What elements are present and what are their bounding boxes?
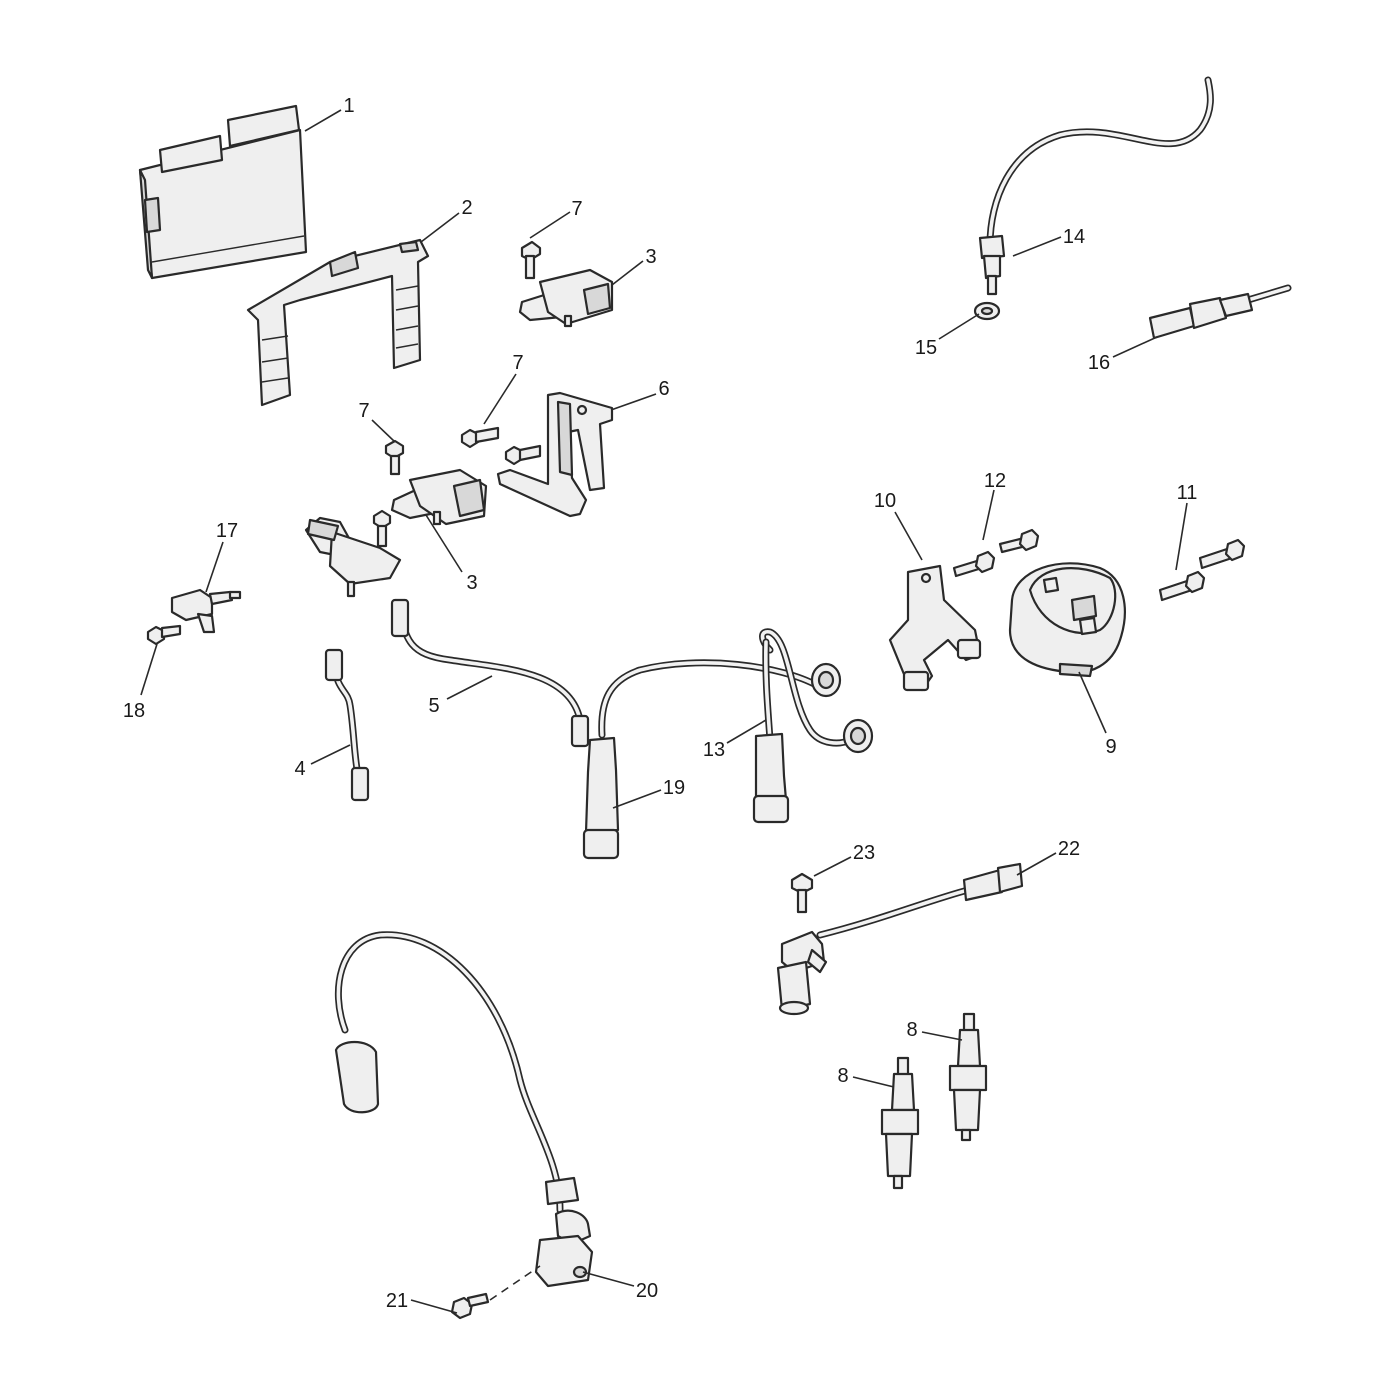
- callout-number-c8b: 8: [837, 1065, 848, 1087]
- bolt-7-upper: [520, 240, 542, 280]
- spark-plug-8-b: [880, 1056, 920, 1190]
- leader-line-c22: [1016, 852, 1057, 876]
- callout-number-c10: 10: [874, 490, 896, 512]
- leader-line-c23: [813, 856, 852, 877]
- leader-line-c7c: [371, 419, 396, 443]
- callout-number-c1: 1: [343, 95, 354, 117]
- callout-number-c7b: 7: [512, 352, 523, 374]
- callout-number-c6: 6: [658, 378, 669, 400]
- leader-line-c14: [1012, 236, 1062, 257]
- callout-number-c17: 17: [216, 520, 238, 542]
- map-sensor-lower: [304, 516, 402, 598]
- callout-number-c5: 5: [428, 695, 439, 717]
- crank-sensor-22: [776, 862, 1024, 1016]
- leader-line-c8b: [852, 1076, 895, 1088]
- ecu-module: [138, 104, 308, 280]
- leader-line-c20: [582, 1271, 635, 1287]
- bolt-7-left-b: [372, 509, 392, 548]
- spark-plug-8-a: [948, 1012, 988, 1142]
- leader-line-c8a: [921, 1031, 963, 1041]
- map-sensor-middle: [390, 468, 488, 526]
- callout-number-c8a: 8: [906, 1019, 917, 1041]
- bolt-12-b: [998, 528, 1040, 554]
- callout-number-c13: 13: [703, 739, 725, 761]
- leader-line-c5: [446, 675, 493, 700]
- coil-bracket: [496, 391, 614, 518]
- leader-line-c12: [982, 489, 995, 541]
- callout-number-c23: 23: [853, 842, 875, 864]
- leader-line-c17: [205, 541, 224, 593]
- bolt-11-a: [1158, 570, 1206, 602]
- screw-23: [790, 872, 814, 914]
- ignition-coil-9: [1008, 562, 1126, 678]
- callout-number-c16: 16: [1088, 352, 1110, 374]
- callout-number-c21: 21: [386, 1290, 408, 1312]
- callout-number-c4: 4: [294, 758, 305, 780]
- leader-line-c19: [612, 789, 662, 809]
- callout-number-c22: 22: [1058, 838, 1080, 860]
- callout-number-c7a: 7: [571, 198, 582, 220]
- callout-number-c7c: 7: [358, 400, 369, 422]
- screw-21: [450, 1292, 490, 1320]
- bolt-12-a: [952, 550, 996, 578]
- sealing-washer-15: [973, 301, 1001, 321]
- leader-line-c18: [140, 643, 158, 696]
- bolt-7-middle-b: [504, 444, 542, 466]
- callout-number-c3b: 3: [466, 572, 477, 594]
- leader-line-c3a: [611, 260, 644, 286]
- callout-number-c9: 9: [1105, 736, 1116, 758]
- callout-number-c15: 15: [915, 337, 937, 359]
- leader-line-c3b: [425, 514, 463, 573]
- map-sensor-upper: [518, 268, 614, 328]
- leader-line-c16: [1112, 336, 1158, 358]
- callout-number-c2: 2: [461, 197, 472, 219]
- throttle-position-sensor-20: [334, 931, 594, 1288]
- ht-lead-harness: [390, 598, 874, 860]
- lambda-sensor-16: [1148, 284, 1292, 340]
- bolt-7-middle-a: [460, 426, 500, 449]
- oxygen-sensor-14: [978, 76, 1214, 296]
- callout-number-c20: 20: [636, 1280, 658, 1302]
- leader-line-c2: [420, 212, 460, 243]
- callout-number-c18: 18: [123, 700, 145, 722]
- bolt-7-left-a: [384, 439, 405, 476]
- callout-number-c3a: 3: [645, 246, 656, 268]
- leader-line-c10: [894, 511, 923, 561]
- temperature-sensor-17: [170, 588, 242, 634]
- leader-line-c9: [1078, 671, 1107, 734]
- callout-number-c14: 14: [1063, 226, 1085, 248]
- leader-line-c7b: [483, 373, 517, 425]
- leader-line-c6: [610, 393, 657, 411]
- coil-bracket-10: [888, 564, 982, 692]
- leader-line-c21: [410, 1299, 458, 1314]
- callout-number-c11: 11: [1177, 482, 1198, 504]
- leader-line-c4: [310, 744, 351, 765]
- leader-line-c13: [726, 719, 767, 744]
- ecu-bracket: [246, 238, 430, 407]
- leader-line-c11: [1175, 502, 1188, 571]
- callout-number-c19: 19: [663, 777, 685, 799]
- bolt-11-b: [1198, 538, 1246, 570]
- leader-line-c7a: [529, 211, 571, 239]
- leader-line-c15: [938, 313, 980, 340]
- screw-18: [146, 624, 182, 646]
- leader-line-c1: [304, 109, 342, 132]
- sensor-lead-4: [324, 648, 370, 802]
- screw-21-fitting-line: [489, 1265, 541, 1301]
- callout-number-c12: 12: [984, 470, 1006, 492]
